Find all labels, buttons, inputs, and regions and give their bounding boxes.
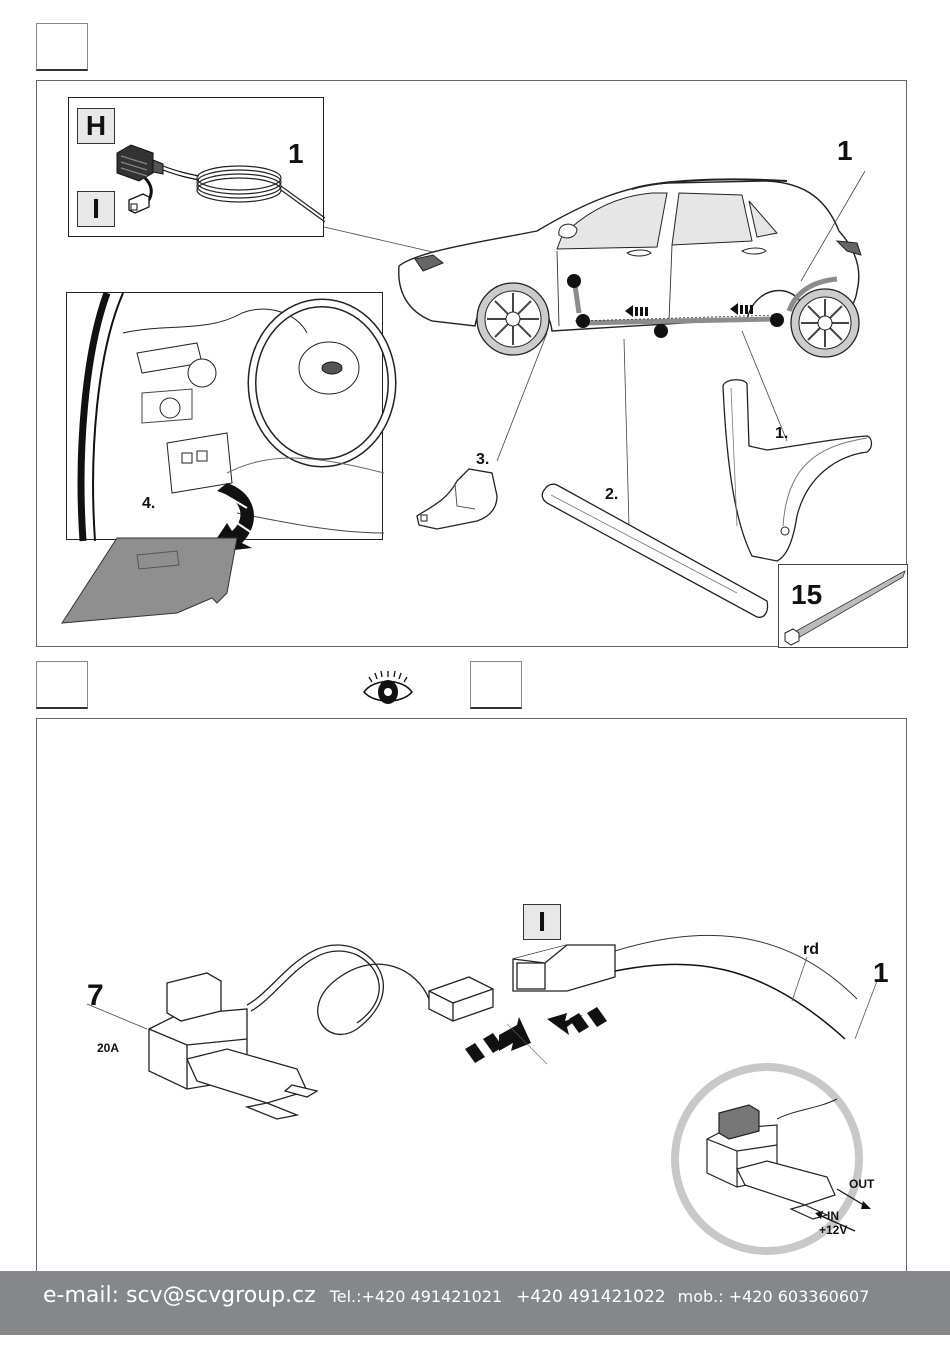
installation-panel-top: H I 1 bbox=[36, 80, 907, 647]
voltage-label: +12V bbox=[819, 1223, 847, 1237]
in-label: IN bbox=[827, 1209, 839, 1223]
rear-arch-liner-illustration bbox=[717, 376, 882, 571]
step-number-box-right bbox=[470, 661, 522, 709]
trim-label-2: 2. bbox=[605, 486, 618, 504]
contact-footer: e-mail: scv@scvgroup.cz Tel.:+420 4914210… bbox=[0, 1271, 950, 1335]
fuse-tap-icon bbox=[149, 973, 317, 1119]
dashboard-inset: 4. bbox=[66, 292, 383, 540]
step-number-box-top bbox=[36, 23, 88, 71]
footer-email[interactable]: e-mail: scv@scvgroup.cz bbox=[43, 1283, 316, 1308]
harness-part-number: 1 bbox=[873, 957, 889, 989]
dashboard-illustration bbox=[67, 293, 384, 623]
footer-tel: Tel.:+420 491421021 bbox=[330, 1287, 502, 1306]
trim-label-1: 1. bbox=[775, 425, 788, 443]
trim-label-3: 3. bbox=[476, 451, 489, 469]
step-number-box-left bbox=[36, 661, 88, 709]
female-connector-icon bbox=[513, 945, 615, 991]
cable-tie-icon bbox=[779, 565, 909, 649]
steering-wheel-icon bbox=[252, 303, 392, 463]
footer-tel-2: +420 491421022 bbox=[516, 1287, 665, 1307]
front-sill-trim-illustration bbox=[407, 461, 517, 541]
lower-dash-panel bbox=[62, 538, 237, 623]
installation-panel-bottom: I 7 20A bbox=[36, 718, 907, 1278]
step-label-4: 4. bbox=[142, 495, 155, 513]
footer-mobile: mob.: +420 603360607 bbox=[678, 1287, 870, 1306]
wire-color-label: rd bbox=[803, 941, 819, 959]
out-label: OUT bbox=[849, 1177, 874, 1191]
connect-arrows-icon bbox=[465, 1007, 607, 1063]
inspect-eye-icon bbox=[362, 670, 414, 706]
male-connector-icon bbox=[429, 977, 493, 1021]
eye-icon bbox=[362, 670, 414, 706]
cable-tie-inset: 15 bbox=[778, 564, 908, 648]
